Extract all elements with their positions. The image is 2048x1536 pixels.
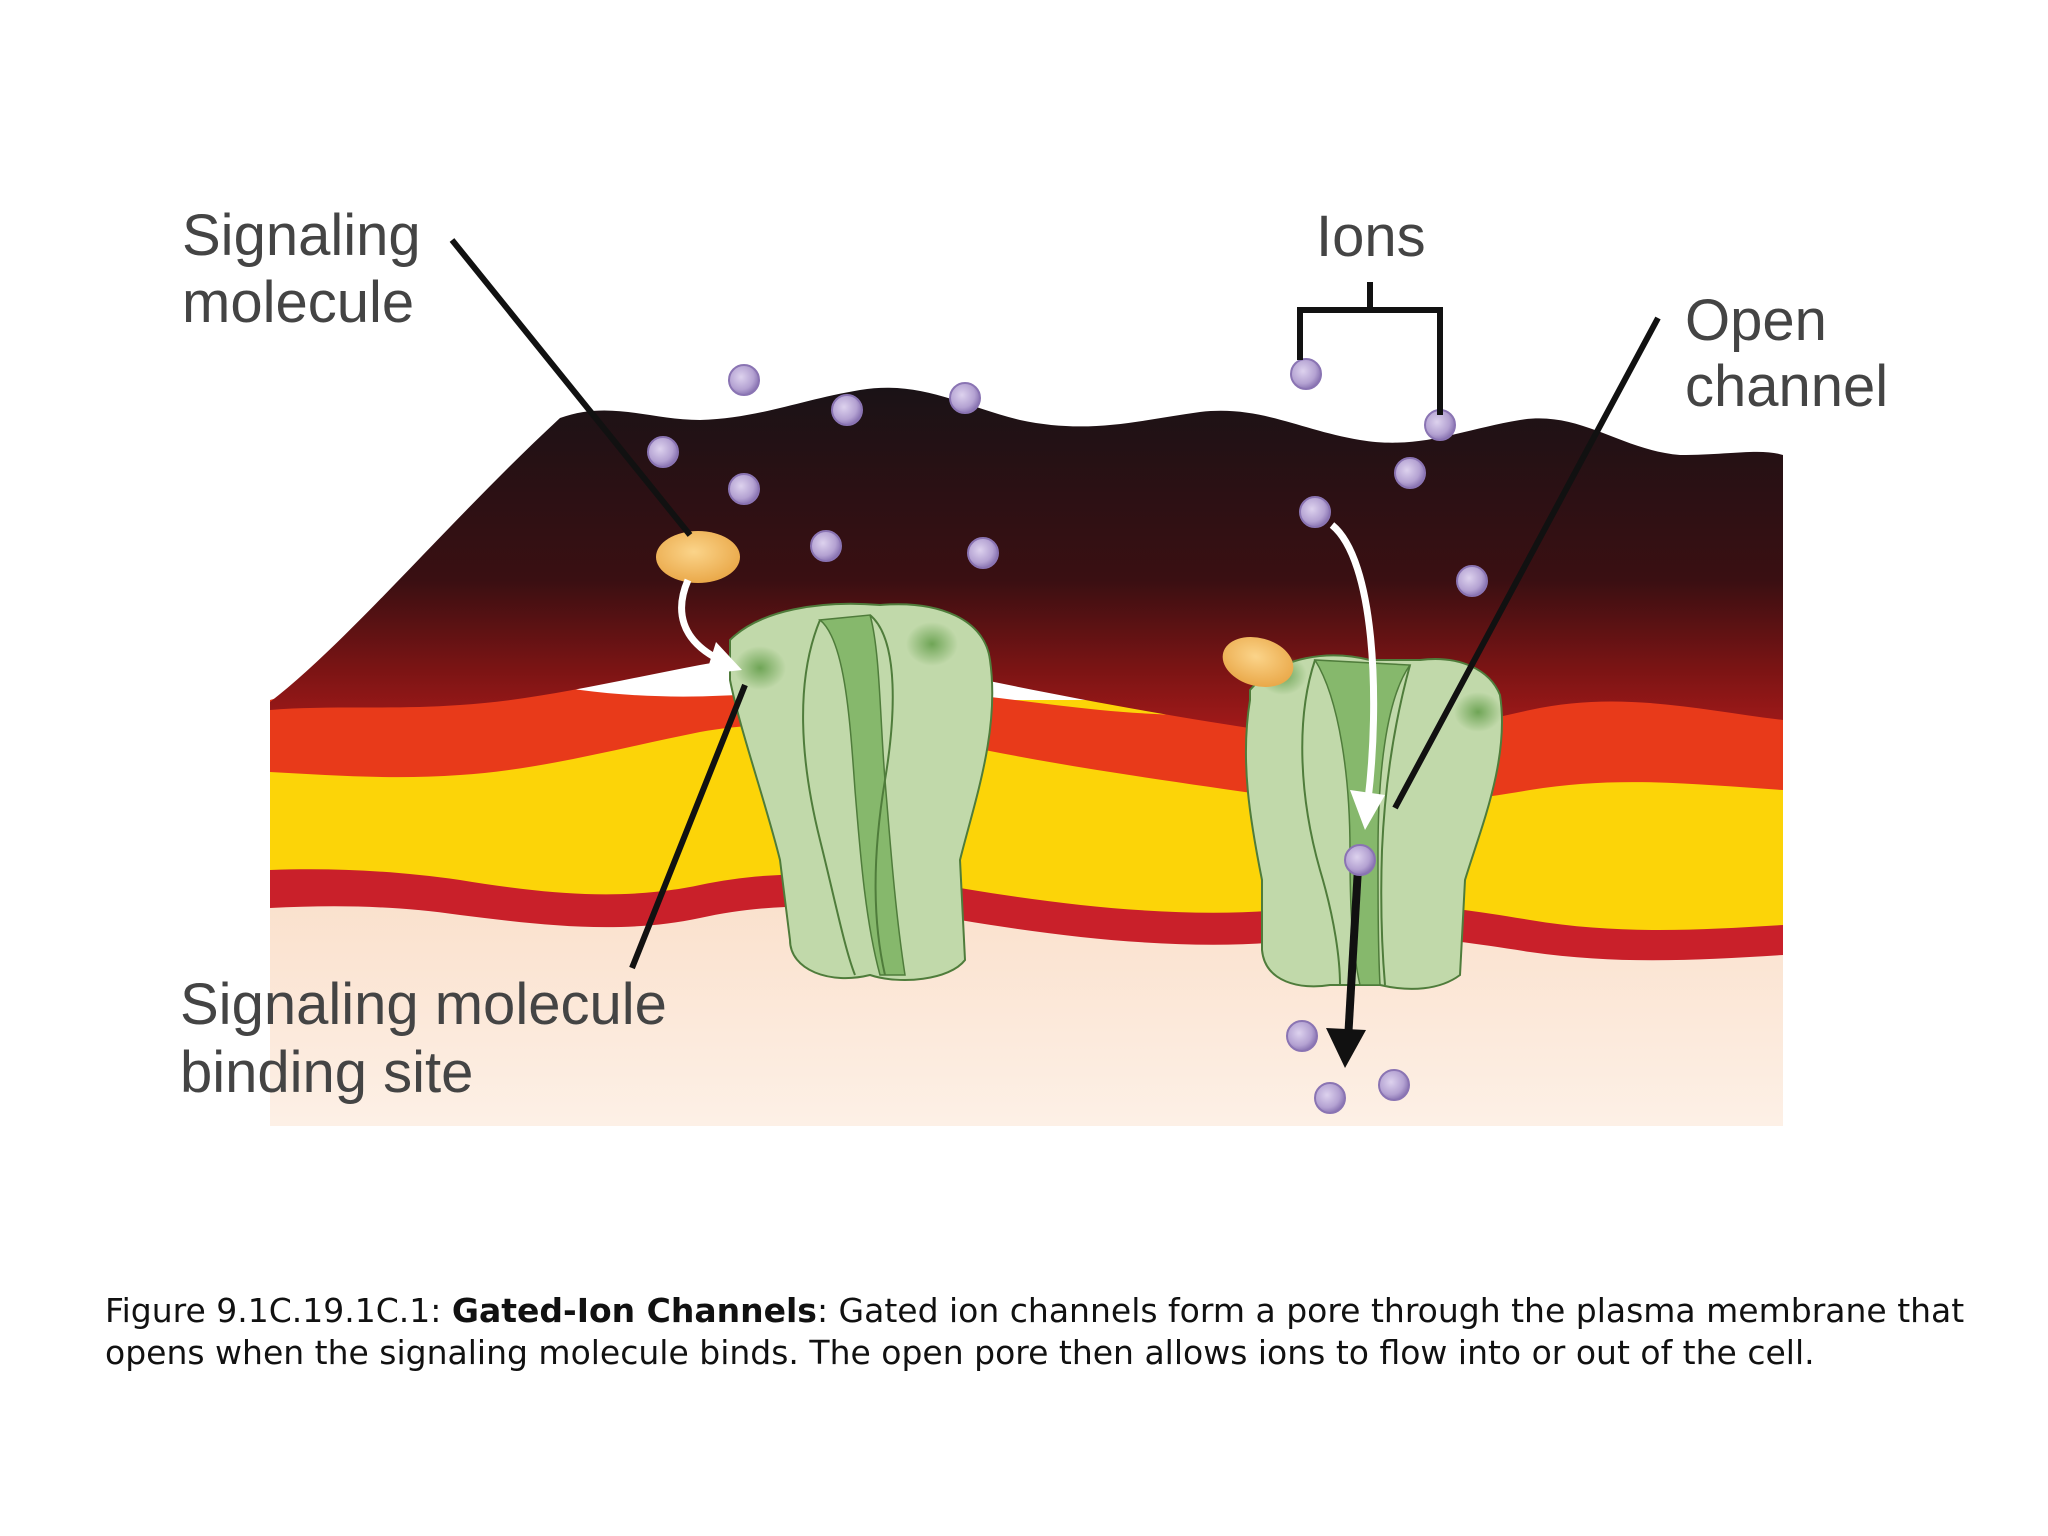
ions [647,358,1488,1114]
binding-arrow [678,578,742,674]
ion [1299,496,1331,528]
ion [1378,1069,1410,1101]
ion [967,537,999,569]
ion-exit-arrow [1326,867,1366,1068]
binding-site-pointer [629,683,748,970]
open-channel-label: Open [1685,288,1827,353]
binding-site-label: binding site [180,1040,473,1105]
figure-caption: Figure 9.1C.19.1C.1: Gated-Ion Channels:… [105,1290,1975,1374]
ion [1286,1020,1318,1052]
binding-site [734,646,786,690]
ion [1394,457,1426,489]
signaling-molecule-label: Signaling [182,203,421,268]
ions-label: Ions [1316,204,1426,269]
signaling-molecule-free [656,531,740,583]
caption-title: Gated-Ion Channels [451,1291,817,1330]
ion-flow-arrow [1329,522,1385,830]
binding-site [906,622,958,666]
binding-site [1454,692,1502,732]
extracellular-surface [270,387,1783,739]
ion [728,364,760,396]
ion [1314,1082,1346,1114]
ion [1456,565,1488,597]
signaling-molecule-pointer [449,238,693,537]
binding-site-label: Signaling molecule [180,972,667,1037]
caption-figure-number: Figure 9.1C.19.1C.1: [105,1291,452,1330]
ion [949,382,981,414]
ions-bracket [1297,282,1443,415]
open-channel-label: channel [1685,354,1888,419]
ion [728,473,760,505]
ion [1290,358,1322,390]
open-channel-pointer [1392,316,1661,810]
signaling-molecule-label: molecule [182,270,414,335]
signaling-molecule-bound [1222,637,1294,687]
ion [647,436,679,468]
closed-channel [729,602,994,981]
ion [831,394,863,426]
ion [810,530,842,562]
leader-lines [449,238,1661,970]
caption-text: : Gated ion channels form a pore through… [105,1291,1965,1372]
ion [1344,844,1376,876]
